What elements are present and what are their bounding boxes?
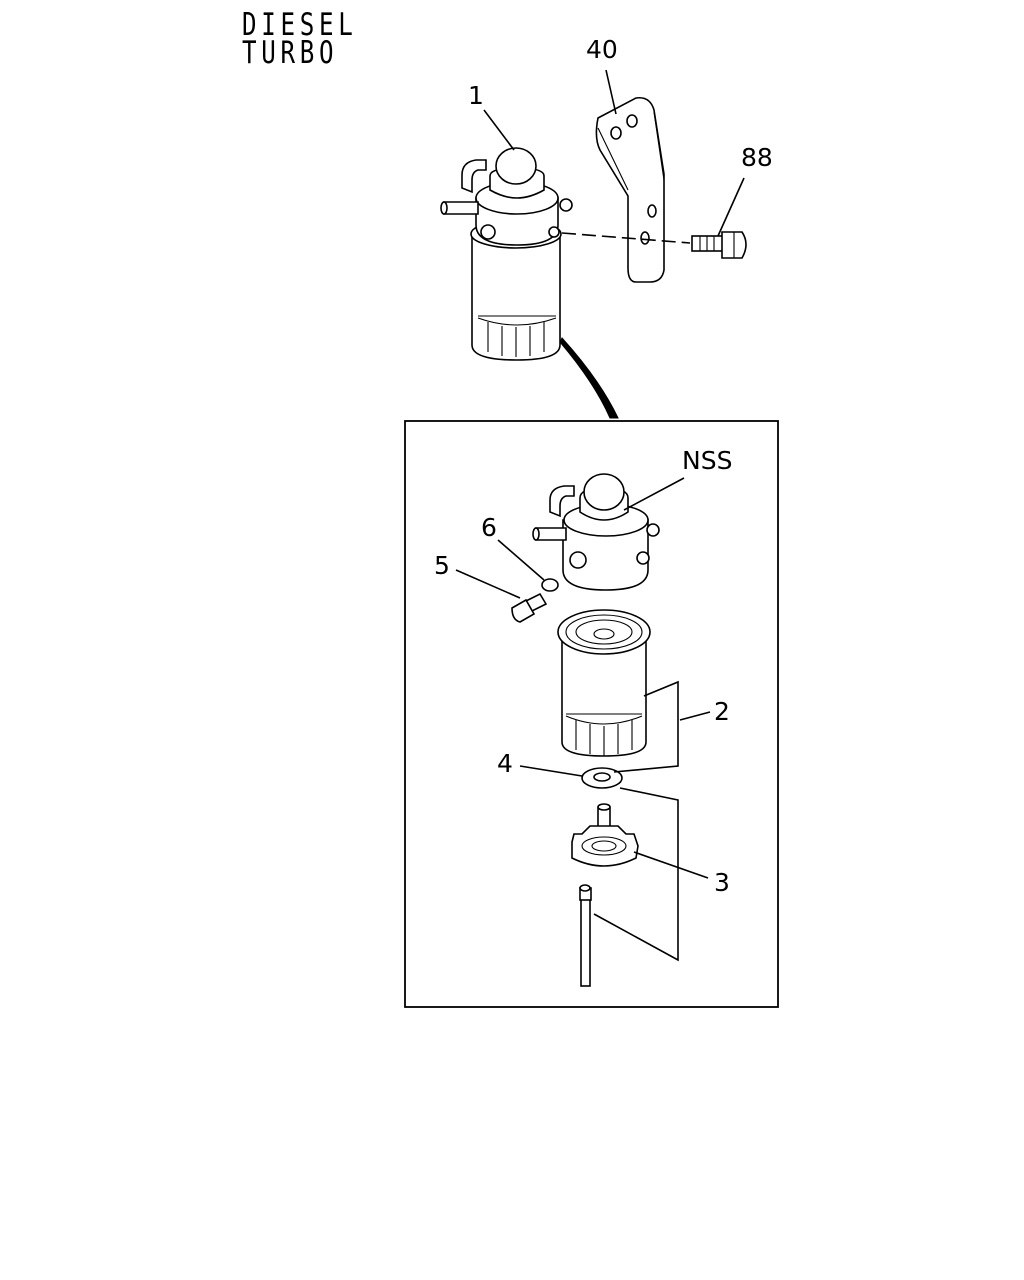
callout-3: 3 [714,868,730,897]
callout-5: 5 [434,551,450,580]
callout-nss: NSS [682,446,732,475]
filter-cartridge[interactable] [557,609,651,757]
mounting-axis-line [561,232,691,244]
group-bracket-upper [613,680,679,773]
bleeder-screw[interactable] [511,592,548,623]
leader-6 [497,539,545,581]
heading-diesel: DIESEL [242,7,358,43]
leader-1 [483,109,515,151]
gasket-ring[interactable] [581,767,623,789]
heading-turbo: TURBO [242,35,339,71]
leader-5 [455,569,521,599]
drain-plug[interactable] [571,803,639,867]
fuel-filter-assembly[interactable] [440,147,573,361]
callout-1: 1 [468,81,484,110]
callout-6: 6 [481,513,497,542]
group-bracket-lower [593,787,679,962]
filter-head[interactable] [532,473,660,591]
callout-2: 2 [714,697,730,726]
leader-88 [717,177,745,237]
callout-88: 88 [741,143,773,172]
callout-4: 4 [497,749,513,778]
o-ring[interactable] [541,578,559,592]
mounting-bracket[interactable] [595,96,665,283]
callout-40: 40 [586,35,618,64]
leader-2 [679,711,711,721]
leader-nss [623,477,685,511]
mounting-bolt[interactable] [691,231,747,259]
detail-pointer-arrow [559,337,619,419]
leader-4 [519,765,583,777]
leader-3 [633,851,709,879]
drain-pipe[interactable] [579,884,592,987]
exploded-view-frame [404,420,779,1008]
leader-40 [605,69,617,115]
